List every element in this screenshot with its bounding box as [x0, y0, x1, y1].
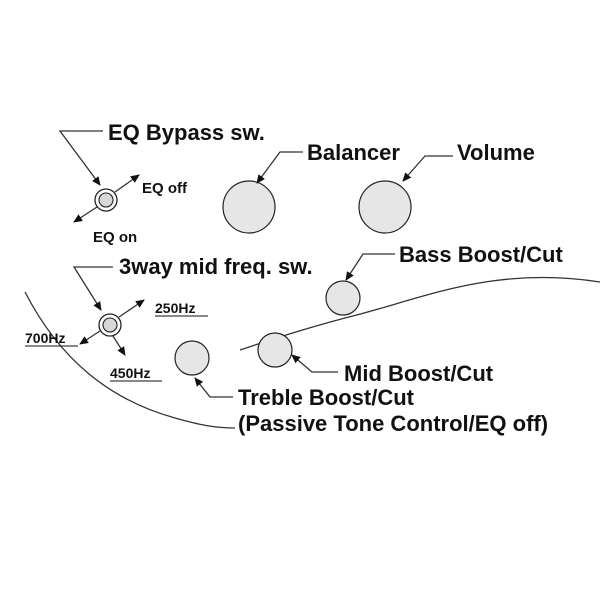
hz450-label: 450Hz	[110, 365, 150, 381]
mid-freq-switch[interactable]	[98, 313, 122, 337]
mid-leader	[291, 354, 338, 373]
bass-leader	[345, 253, 395, 281]
treble-knob[interactable]	[174, 340, 210, 376]
eq-bypass-switch[interactable]	[94, 188, 118, 212]
body-outline-right	[239, 276, 600, 351]
eq-on-label: EQ on	[93, 229, 137, 246]
hz250-label: 250Hz	[155, 300, 195, 316]
balancer-leader	[256, 151, 303, 184]
volume-knob[interactable]	[358, 180, 412, 234]
mid-knob[interactable]	[257, 332, 293, 368]
hz250-arrow	[118, 299, 145, 318]
volume-label: Volume	[457, 140, 535, 165]
treble-note-label: (Passive Tone Control/EQ off)	[238, 411, 548, 436]
treble-label: Treble Boost/Cut	[238, 385, 415, 410]
volume-leader	[402, 155, 453, 182]
eq-on-arrow	[73, 206, 98, 223]
hz700-label: 700Hz	[25, 330, 65, 346]
body-outline-left	[24, 291, 236, 429]
mid-label: Mid Boost/Cut	[344, 361, 494, 386]
hz700-arrow	[79, 330, 101, 345]
eq-off-arrow	[114, 174, 140, 193]
bass-knob[interactable]	[325, 280, 361, 316]
eq-off-label: EQ off	[142, 180, 188, 197]
mid-freq-leader	[72, 266, 113, 311]
treble-leader	[194, 377, 233, 398]
bass-label: Bass Boost/Cut	[399, 242, 563, 267]
hz450-arrow	[112, 335, 126, 356]
eq-bypass-leader	[58, 130, 103, 186]
balancer-label: Balancer	[307, 140, 400, 165]
eq-bypass-label: EQ Bypass sw.	[108, 120, 265, 145]
mid-freq-label: 3way mid freq. sw.	[119, 254, 313, 279]
balancer-knob[interactable]	[222, 180, 276, 234]
